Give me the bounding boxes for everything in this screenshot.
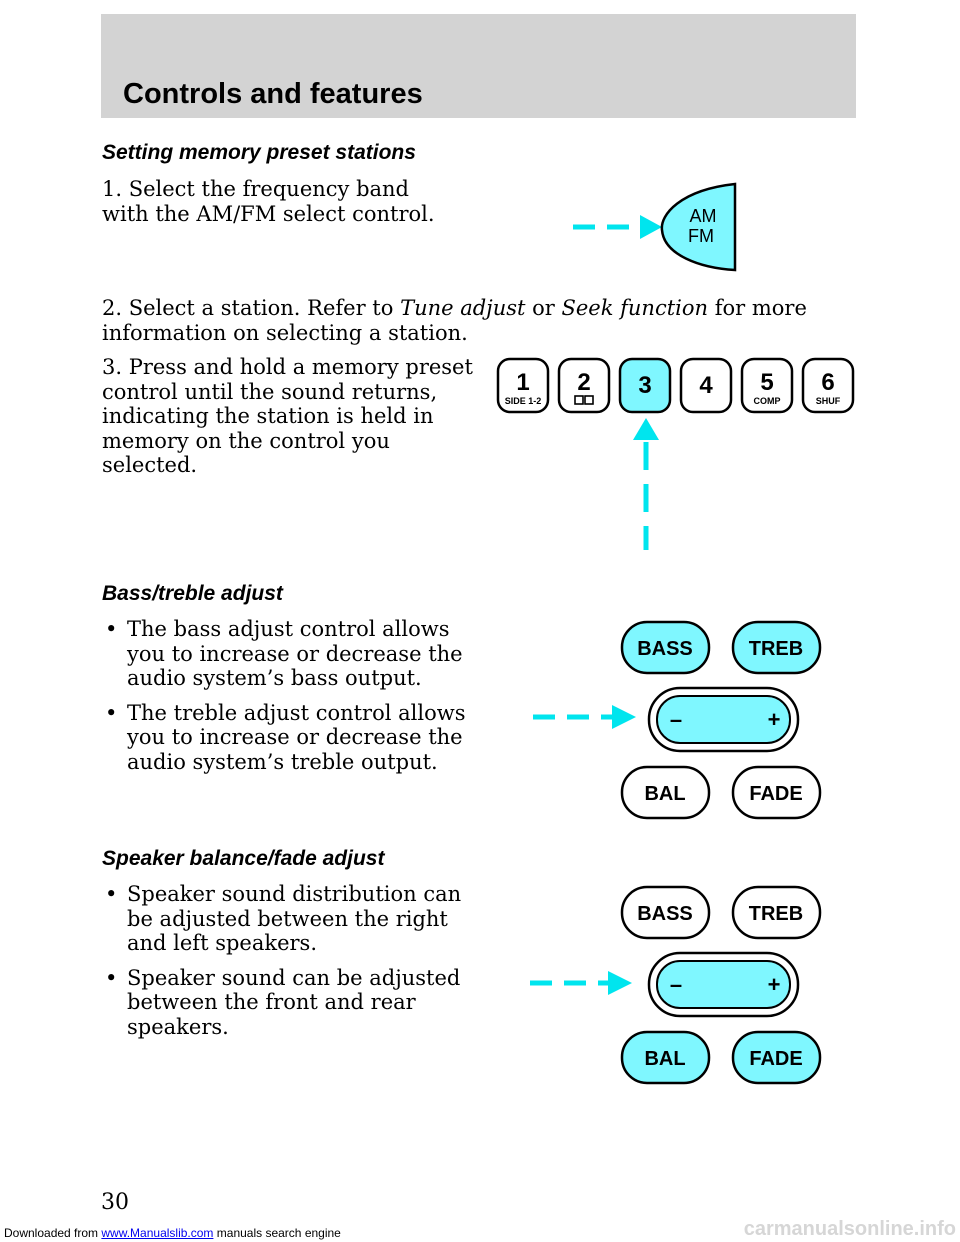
- preset-number-4: 4: [699, 372, 713, 399]
- bass-button: [620, 620, 711, 675]
- rocker-housing: [647, 686, 800, 753]
- preset-button-6: [801, 357, 855, 414]
- watermark: carmanualsonline.info: [743, 1218, 956, 1240]
- list-item: •Speaker sound distribution can be adjus…: [105, 882, 462, 955]
- fade-label: FADE: [749, 1048, 802, 1070]
- preset-number-6: 6: [821, 369, 834, 396]
- preset-arrow-head: [633, 418, 659, 440]
- heading-balance-fade: Speaker balance/fade adjust: [102, 847, 385, 870]
- plus-label: +: [768, 707, 781, 732]
- balance-button: [620, 765, 711, 820]
- bass-label: BASS: [637, 638, 693, 660]
- treble-button: [731, 885, 822, 940]
- preset-number-3: 3: [638, 372, 651, 399]
- amfm-button: [660, 182, 737, 272]
- preset-number-2: 2: [577, 369, 590, 396]
- balance-label: BAL: [644, 783, 685, 805]
- memory-step-3: 3. Press and hold a memory preset contro…: [102, 355, 473, 477]
- balance-button: [620, 1030, 711, 1085]
- preset-sublabel-6: SHUF: [816, 396, 841, 406]
- amfm-arrow-head: [640, 215, 662, 239]
- dolby-icon: [574, 395, 584, 405]
- list-item: •The bass adjust control allows you to i…: [105, 617, 463, 690]
- preset-number-1: 1: [516, 369, 529, 396]
- rocker-housing: [647, 951, 800, 1018]
- preset-sublabel-1: SIDE 1-2: [505, 396, 542, 406]
- list-item: •The treble adjust control allows you to…: [105, 700, 466, 774]
- page-number: 30: [101, 1190, 129, 1215]
- bass-button: [620, 885, 711, 940]
- preset-button-4: [679, 357, 733, 414]
- heading-memory-preset: Setting memory preset stations: [102, 141, 416, 164]
- heading-bass-treble: Bass/treble adjust: [102, 582, 283, 605]
- seek-function-reference: Seek function: [561, 296, 709, 320]
- memory-step-2: 2. Select a station. Refer to Tune adjus…: [102, 296, 807, 345]
- treble-button: [731, 620, 822, 675]
- preset-button-5: [740, 357, 794, 414]
- list-item: •Speaker sound can be adjusted between t…: [105, 965, 461, 1039]
- amfm-label-fm: FM: [688, 226, 714, 246]
- tone-arrow-head: [612, 705, 636, 729]
- manualslib-link[interactable]: www.Manualslib.com: [101, 1226, 214, 1240]
- header-band: Controls and features: [101, 14, 856, 118]
- preset-button-2: [557, 357, 611, 414]
- rocker-control: [656, 960, 791, 1009]
- bass-label: BASS: [637, 903, 693, 925]
- balance-label: BAL: [644, 1048, 685, 1070]
- preset-sublabel-5: COMP: [754, 396, 781, 406]
- tune-adjust-reference: Tune adjust: [400, 296, 526, 320]
- preset-button-1: [496, 357, 550, 414]
- balance-fade-list: •Speaker sound distribution can be adjus…: [102, 882, 492, 1049]
- download-credit: Downloaded from www.Manualslib.com manua…: [4, 1226, 341, 1240]
- fade-button: [731, 1030, 822, 1085]
- dolby-icon: [584, 395, 594, 405]
- treble-label: TREB: [749, 903, 803, 925]
- minus-label: –: [670, 972, 682, 997]
- bass-treble-list: •The bass adjust control allows you to i…: [102, 617, 492, 784]
- fade-label: FADE: [749, 783, 802, 805]
- rocker-control: [656, 695, 791, 744]
- treble-label: TREB: [749, 638, 803, 660]
- balance-arrow-head: [608, 971, 632, 995]
- amfm-label-am: AM: [690, 206, 717, 226]
- plus-label: +: [768, 972, 781, 997]
- preset-button-3: [618, 357, 672, 414]
- memory-step-1: 1. Select the frequency band with the AM…: [102, 177, 435, 226]
- fade-button: [731, 765, 822, 820]
- page-title: Controls and features: [123, 78, 423, 110]
- preset-number-5: 5: [760, 369, 773, 396]
- minus-label: –: [670, 707, 682, 732]
